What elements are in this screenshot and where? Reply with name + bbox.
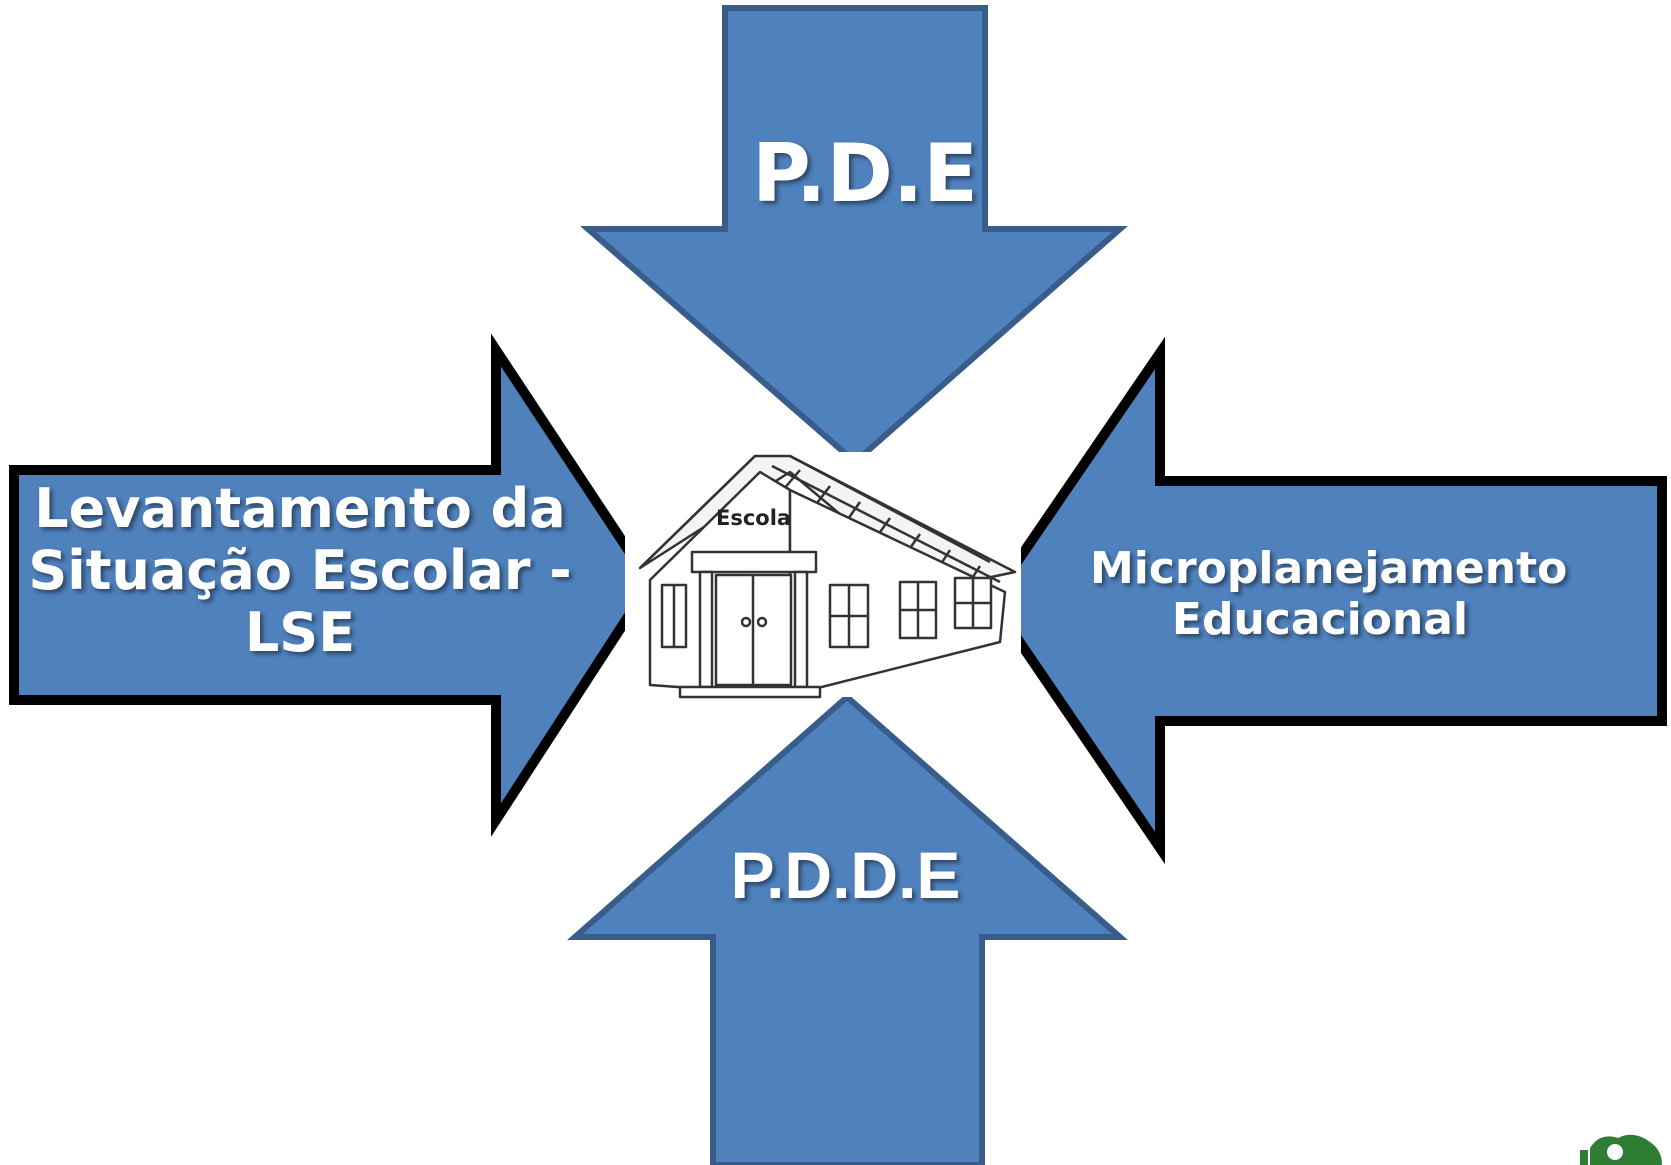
arrow-bottom bbox=[567, 693, 1128, 1165]
logo-icon bbox=[1580, 1134, 1662, 1165]
arrow-right-label: Microplanejamento Educacional bbox=[1090, 543, 1568, 645]
arrow-left-label-line: Levantamento da bbox=[34, 477, 566, 540]
arrow-right-label-line: Educacional bbox=[1171, 593, 1469, 645]
arrow-left-label-line: Situação Escolar - bbox=[28, 539, 572, 603]
arrow-top bbox=[579, 5, 1128, 466]
school-sign: Escola bbox=[716, 506, 792, 530]
arrow-right-label-line: Microplanejamento bbox=[1090, 543, 1568, 594]
school-house-icon bbox=[625, 452, 1021, 699]
arrow-right bbox=[984, 336, 1667, 865]
arrow-top-label: P.D.E bbox=[752, 127, 978, 220]
arrow-left-label-line: LSE bbox=[244, 601, 356, 665]
arrow-bottom-label: P.D.D.E bbox=[730, 838, 961, 912]
arrow-left-label: Levantamento da Situação Escolar - LSE bbox=[20, 477, 580, 665]
arrow-left bbox=[9, 333, 656, 837]
